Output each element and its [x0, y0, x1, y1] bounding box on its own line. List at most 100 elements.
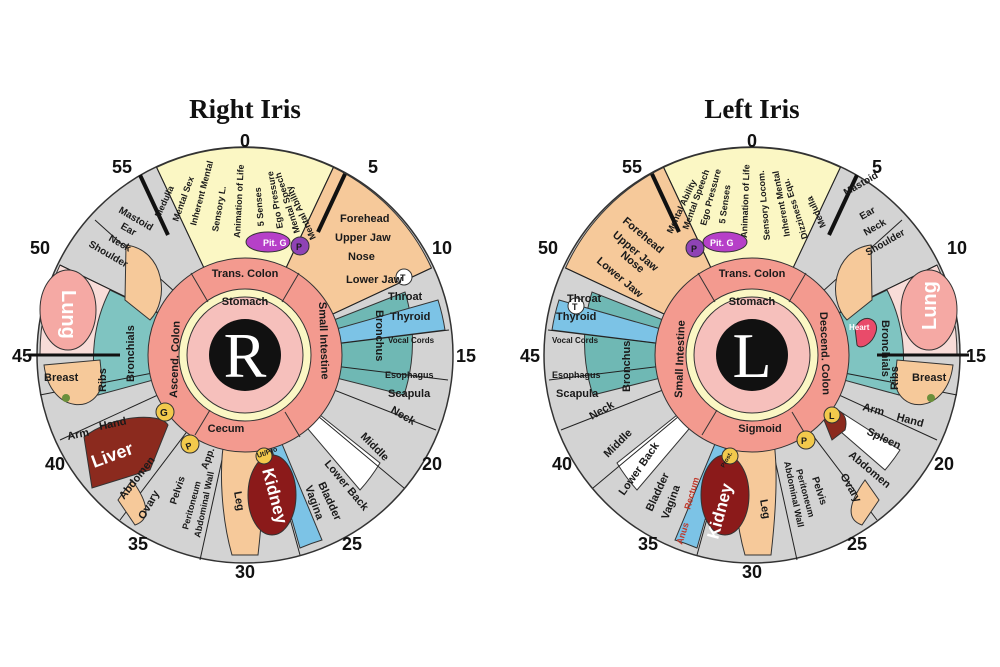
right-deg-25: 25 — [342, 534, 362, 554]
right-p-gland — [180, 434, 200, 454]
right-shoulder-shape — [124, 244, 162, 321]
right-ascend-colon-label: Ascend. Colon — [168, 320, 183, 398]
left-deg-10: 10 — [947, 238, 967, 258]
right-deg-0: 0 — [240, 131, 250, 151]
right-gall-bladder — [155, 402, 175, 422]
left-iris-diagram: Left Iris — [520, 94, 986, 582]
right-hand-label: Hand — [98, 415, 127, 432]
right-throat-label: Throat — [388, 291, 423, 303]
left-shoulder-shape — [835, 244, 873, 321]
right-top-label-5: 5 Senses — [253, 187, 266, 227]
left-vocal-cords-label: Vocal Cords — [552, 336, 599, 345]
left-p-label: P — [691, 244, 697, 254]
right-bronchials-label: Bronchials — [125, 325, 137, 382]
right-pineal-gland — [290, 236, 310, 256]
left-nipple-dot — [927, 394, 935, 402]
right-leg-label: Leg — [231, 490, 246, 511]
right-deg-5: 5 — [368, 157, 378, 177]
right-bronchus-label: Bronchus — [373, 310, 385, 361]
right-deg-30: 30 — [235, 562, 255, 582]
left-ribs-label: Ribs — [889, 366, 901, 390]
left-bronchus-label: Bronchus — [621, 341, 633, 392]
right-t-gland — [395, 268, 413, 286]
right-p-label: P — [296, 242, 302, 252]
left-t-gland — [567, 297, 585, 315]
left-pineal-gland — [685, 238, 705, 258]
right-inner-dividers — [190, 272, 301, 438]
left-lung-label: Lung — [919, 281, 941, 330]
left-pit-gland — [702, 231, 748, 253]
right-iris-title: Right Iris — [189, 94, 301, 124]
left-bronchials-label: Bronchials — [879, 320, 891, 377]
left-stomach-label: Stomach — [729, 296, 776, 308]
right-p2-label: P — [184, 440, 193, 451]
right-marker-5 — [316, 173, 347, 233]
right-lung-label: Lung — [57, 290, 79, 339]
left-esophagus-label: Esophagus — [552, 370, 601, 380]
right-ut-pro-gland — [255, 447, 273, 465]
right-scapula-label: Scapula — [388, 388, 431, 400]
right-lower-jaw-label: Lower Jaw — [346, 274, 403, 286]
left-top-label-4: Animation of Life — [739, 164, 752, 238]
left-leg-label: Leg — [757, 498, 772, 519]
left-brain-sector — [662, 147, 842, 357]
right-brain-sector — [155, 147, 335, 357]
right-deg-20: 20 — [422, 454, 442, 474]
right-ribs-label: Ribs — [97, 368, 109, 392]
right-esophagus-label: Esophagus — [385, 370, 434, 380]
left-iris-title: Left Iris — [704, 94, 799, 124]
right-lung-shape — [39, 269, 97, 351]
right-deg-40: 40 — [45, 454, 65, 474]
left-descend-colon-label: Descend. Colon — [817, 312, 832, 396]
left-lung-shape — [900, 269, 958, 351]
left-breast-shape — [894, 359, 954, 405]
left-breast-label: Breast — [912, 372, 947, 384]
left-deg-25: 25 — [847, 534, 867, 554]
right-iris-diagram: Right Iris — [12, 94, 476, 582]
right-vocal-cords-label: Vocal Cords — [388, 336, 435, 345]
right-stomach-label: Stomach — [222, 296, 269, 308]
left-l-gland — [823, 406, 841, 424]
left-arm-label: Arm — [861, 401, 886, 418]
right-deg-50: 50 — [30, 238, 50, 258]
right-pit-gland — [245, 231, 291, 253]
left-l-label: L — [829, 411, 835, 421]
left-pupil-letter: L — [732, 320, 771, 391]
left-throat-label: Throat — [567, 293, 602, 305]
left-prostate-gland — [721, 447, 739, 465]
left-t-label: T — [572, 302, 578, 312]
left-pupil — [716, 319, 788, 391]
right-marker-55 — [138, 174, 170, 236]
right-t-label: T — [400, 273, 406, 283]
right-pupil — [209, 319, 281, 391]
left-deg-20: 20 — [934, 454, 954, 474]
left-pit-g-label: Pit. G — [710, 238, 734, 248]
left-marker-55 — [650, 173, 681, 233]
right-breast-shape — [43, 359, 103, 405]
right-forehead-label: Forehead — [340, 213, 390, 225]
right-deg-35: 35 — [128, 534, 148, 554]
left-scapula-label: Scapula — [556, 388, 599, 400]
left-trans-colon-label: Trans. Colon — [719, 268, 786, 280]
right-pit-g-label: Pit. G — [263, 238, 287, 248]
right-g-label: G — [160, 408, 168, 419]
right-upper-jaw-label: Upper Jaw — [335, 232, 391, 244]
right-thyroid-label: Thyroid — [390, 311, 430, 323]
left-heart-shape — [854, 318, 878, 348]
right-arm-label: Arm — [66, 427, 90, 443]
left-p2-label: P — [801, 436, 807, 446]
right-trans-colon-label: Trans. Colon — [212, 268, 279, 280]
left-thyroid-label: Thyroid — [556, 311, 596, 323]
left-deg-35: 35 — [638, 534, 658, 554]
left-deg-55: 55 — [622, 157, 642, 177]
right-deg-10: 10 — [432, 238, 452, 258]
right-liver-shape — [83, 416, 169, 489]
left-ovary-shape — [850, 479, 880, 526]
left-deg-40: 40 — [552, 454, 572, 474]
left-small-intestine-label: Small Intestine — [673, 320, 688, 398]
left-deg-0: 0 — [747, 131, 757, 151]
right-deg-55: 55 — [112, 157, 132, 177]
left-sigmoid-label: Sigmoid — [738, 423, 781, 435]
left-deg-15: 15 — [966, 346, 986, 366]
